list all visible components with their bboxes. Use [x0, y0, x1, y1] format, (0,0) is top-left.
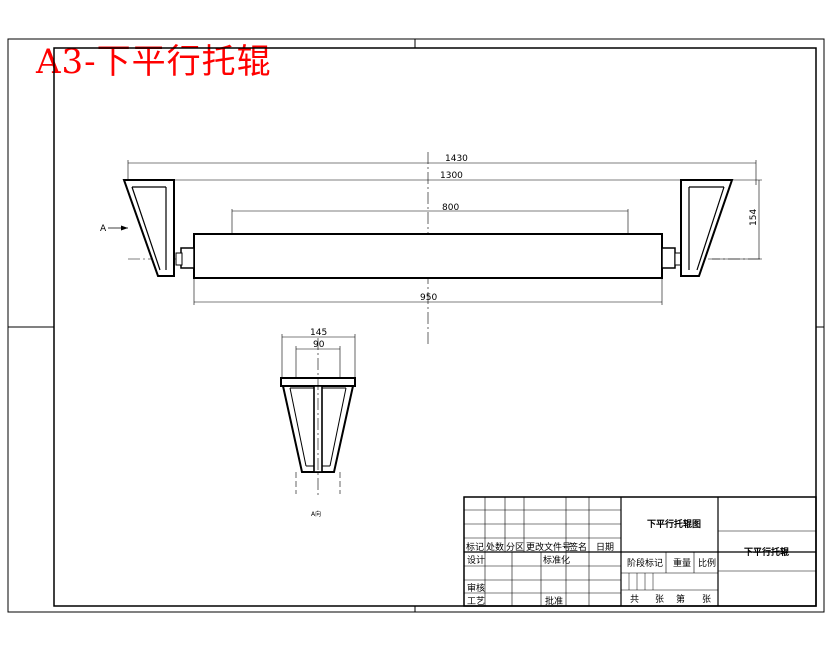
right-shaft: [661, 247, 676, 269]
header-count: 处数: [486, 541, 504, 553]
sheets-total-label: 共: [630, 594, 639, 605]
dim-1300-label: 1300: [440, 171, 463, 181]
drawing-name: 下平行托辊图: [647, 518, 701, 530]
weight-label: 重量: [673, 557, 691, 569]
header-zone: 分区: [506, 542, 524, 553]
dim-1430-label: 1430: [445, 154, 468, 164]
sheet-label: 张: [702, 594, 711, 605]
dim-90-label: 90: [313, 340, 325, 350]
dim-145-label: 145: [310, 328, 327, 338]
roller-tube: [193, 233, 663, 279]
sheet-border: [7, 38, 825, 613]
left-bracket: [122, 179, 175, 277]
standardization-label: 标准化: [543, 554, 570, 566]
header-date: 日期: [596, 542, 614, 553]
dim-overall-length: 1430: [127, 154, 757, 185]
scale-label: 比例: [698, 557, 716, 569]
view-arrow: A: [100, 224, 128, 234]
side-view: 145 90 A向: [280, 328, 356, 518]
design-label: 设计: [467, 554, 485, 566]
stage-mark-label: 阶段标记: [627, 557, 663, 569]
front-view: 1430 1300 800 154: [100, 152, 762, 346]
approve-label: 批准: [545, 595, 563, 607]
dim-154-label: 154: [749, 209, 759, 226]
header-mark: 标记: [466, 541, 484, 553]
review-label: 审核: [467, 582, 485, 594]
sheet-no-label: 第: [676, 593, 685, 605]
right-bracket: [680, 179, 734, 277]
header-signature: 签名: [569, 541, 587, 553]
section-label: A向: [311, 510, 321, 518]
part-name: 下平行托辊: [744, 546, 789, 558]
dim-800-label: 800: [442, 203, 459, 213]
left-shaft-end: [175, 252, 183, 266]
dim-middle-span: 800: [231, 203, 629, 234]
dim-950-label: 950: [420, 293, 437, 303]
dim-bracket-span: 1300: [150, 171, 708, 181]
sheets-label: 张: [655, 594, 664, 605]
header-change-doc: 更改文件号: [526, 541, 571, 553]
left-shaft: [180, 247, 195, 269]
title-block: [463, 496, 817, 607]
dim-roller-length: 950: [193, 278, 663, 305]
process-label: 工艺: [467, 596, 485, 607]
view-arrow-label: A: [100, 224, 107, 234]
dim-bracket-height: 154: [712, 179, 762, 260]
title-block-text: 下平行托辊图 下平行托辊 标记 处数 分区 更改文件号 签名 日期 设计 标准化…: [466, 518, 789, 607]
